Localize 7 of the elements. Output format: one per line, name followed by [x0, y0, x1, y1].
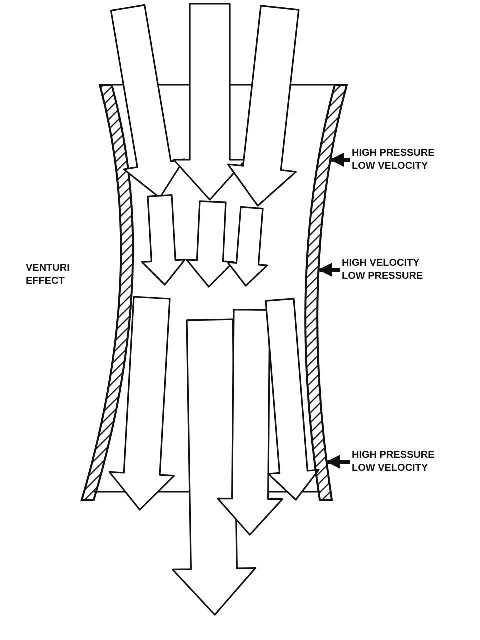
- leader-arrow: [330, 153, 350, 167]
- callout-text: HIGH PRESSURE LOW VELOCITY: [352, 449, 452, 475]
- callout-text: HIGH VELOCITY LOW PRESSURE: [342, 257, 442, 283]
- leader-arrow: [318, 263, 340, 277]
- leader-arrow: [326, 455, 350, 469]
- diagram-label: VENTURI EFFECT: [26, 262, 71, 288]
- callout-text: HIGH PRESSURE LOW VELOCITY: [352, 147, 452, 173]
